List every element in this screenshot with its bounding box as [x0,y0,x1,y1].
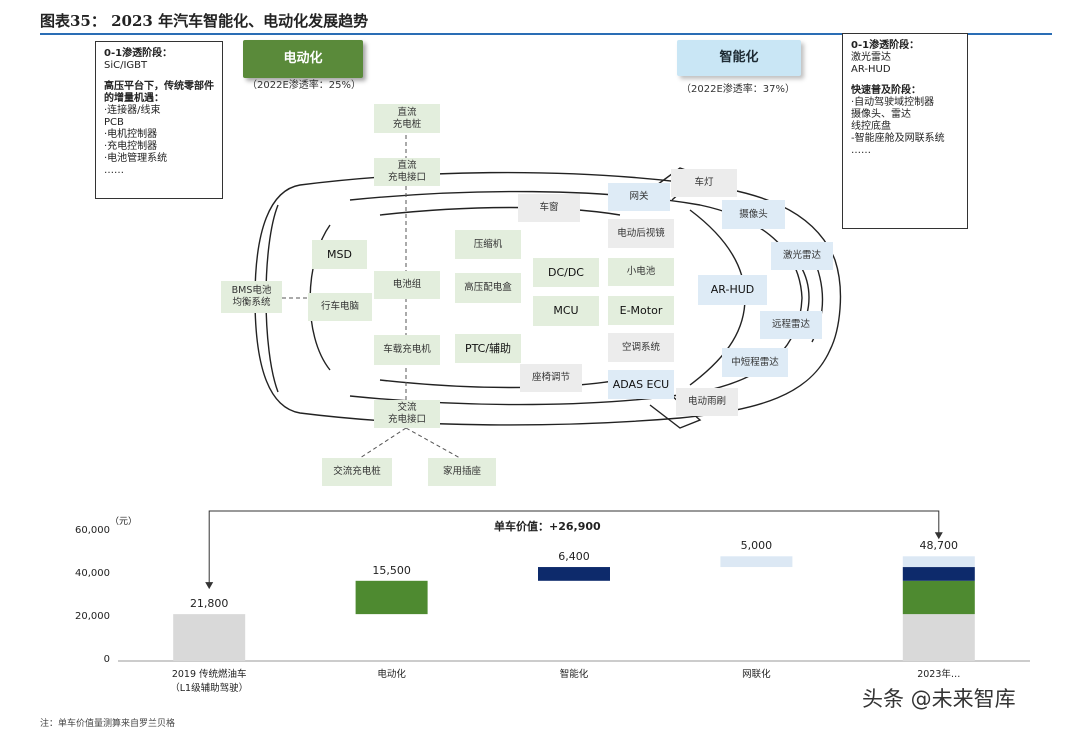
mcu-node: MCU [533,296,599,326]
ar-hud-node: AR-HUD [698,275,767,305]
ptc-node: PTC/辅助 [455,334,521,363]
ac-system-node: 空调系统 [608,333,674,362]
figure-title: 图表35： 2023 年汽车智能化、电动化发展趋势 [40,12,369,30]
right-box-line-1: 激光雷达 [851,52,891,63]
source-note: 注：单车价值量测算来自罗兰贝格 [40,719,176,729]
bar-base [173,614,246,661]
intelligence-rate: （2022E渗透率：37%） [681,84,795,95]
msd-node: MSD [312,240,367,269]
left-box-line-1: SiC/IGBT [104,60,148,71]
adas-ecu-node: ADAS ECU [608,370,674,399]
camera-node: 摄像头 [722,200,785,229]
left-box-item: ·电机控制器 [104,129,158,140]
electrification-header: 电动化 [243,40,363,78]
power-mirror-node: 电动后视镜 [608,219,674,248]
left-box-item: ·电池管理系统 [104,153,168,164]
compressor-node: 压缩机 [455,230,521,259]
headlamp-node: 车灯 [671,169,737,197]
car-body-outline [254,171,842,426]
ac-charging-port: 交流 充电接口 [374,400,440,428]
bms-node: BMS电池 均衡系统 [221,281,282,313]
y-tick-label: 60,000 [75,525,110,536]
right-box-item: 摄像头、雷达 [851,109,911,120]
bar-total-segment [902,556,975,568]
unit-label: （元） [110,517,138,527]
total-bracket-line [208,510,940,585]
bar-value-label: 21,800 [189,597,229,611]
left-box-heading-2: 高压平台下，传统零部件的增量机遇： [104,81,214,104]
x-category-label: 电动化 [377,669,406,680]
lidar-node: 激光雷达 [771,242,833,270]
sunroof-node: 车窗 [518,194,580,222]
gateway-node: 网关 [608,183,670,211]
home-socket-node: 家用插座 [428,458,496,486]
left-box-heading-1: 0-1渗透阶段： [104,48,173,59]
right-box-item: …… [851,145,871,156]
title-rule [40,33,1052,35]
y-tick-label: 0 [103,654,110,665]
right-box-heading-2: 快速普及阶段： [851,85,921,96]
x-category-label: 智能化 [559,669,589,680]
vcu-node: 行车电脑 [308,293,372,321]
electrification-rate: （2022E渗透率：25%） [247,80,361,91]
bracket-arrow-left [205,582,214,590]
left-box-item: PCB [104,117,124,128]
bracket-arrow-right [934,532,943,540]
intelligence-header: 智能化 [677,40,801,76]
bar-increment [355,580,428,615]
bar-value-label: 5,000 [740,539,773,553]
x-category-label: 2023年… [917,669,961,680]
e-motor-node: E-Motor [608,296,674,325]
hv-distribution-box-node: 高压配电盒 [455,273,521,303]
right-box-line-2: AR-HUD [851,64,891,75]
right-info-box: 0-1渗透阶段： 激光雷达 AR-HUD 快速普及阶段： ·自动驾驶域控制器 摄… [842,33,968,229]
right-box-item: 线控底盘 [851,121,891,132]
left-box-item: ·充电控制器 [104,141,158,152]
right-box-heading-1: 0-1渗透阶段： [851,40,920,51]
bar-value-label: 15,500 [372,563,411,577]
seat-adjust-node: 座椅调节 [520,364,582,392]
x-category-label: 网联化 [742,669,771,680]
long-range-radar-node: 远程雷达 [760,311,822,339]
bar-total-base [902,614,975,661]
watermark-text: 头条 @未来智库 [862,687,1016,711]
bar-increment [720,556,793,568]
left-box-item: …… [104,165,124,176]
small-battery-node: 小电池 [608,258,674,286]
bar-value-label: 6,400 [558,550,590,564]
x-category-label: 2019 传统燃油车 （L1级辅助驾驶） [170,669,249,694]
y-tick-label: 20,000 [75,611,110,622]
summary-label: 单车价值：+26,900 [494,520,601,533]
left-info-box: 0-1渗透阶段： SiC/IGBT 高压平台下，传统零部件的增量机遇： ·连接器… [95,41,223,199]
right-box-item: ·自动驾驶域控制器 [851,97,935,108]
right-box-item: -智能座舱及网联系统 [851,133,945,144]
y-tick-label: 40,000 [75,568,110,579]
bar-total-segment [902,567,975,581]
dc-charging-pile: 直流 充电桩 [374,104,440,133]
battery-pack-node: 电池组 [374,271,440,299]
power-wiper-node: 电动雨刷 [676,388,738,416]
left-box-item: ·连接器/线束 [104,105,161,116]
bar-total-segment [902,580,975,615]
obc-node: 车载充电机 [374,335,440,365]
bar-increment [538,567,610,581]
mid-short-range-radar-node: 中短程雷达 [722,348,788,377]
dcdc-node: DC/DC [533,258,599,287]
bar-value-label: 48,700 [919,539,959,553]
dc-charging-port: 直流 充电接口 [374,158,440,186]
ac-charging-pile: 交流充电桩 [322,458,392,486]
